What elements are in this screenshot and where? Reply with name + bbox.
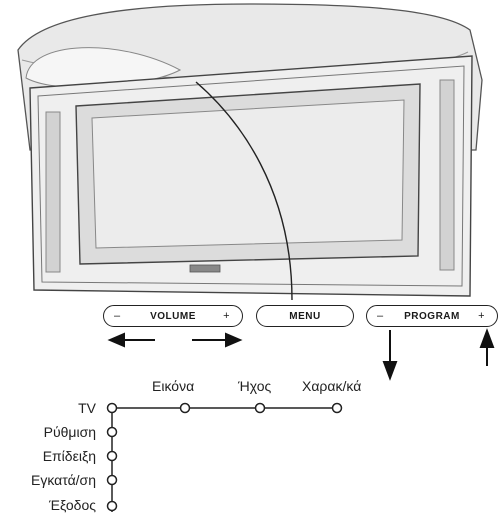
left-speaker-icon <box>45 111 61 273</box>
program-button[interactable]: – PROGRAM + <box>366 305 498 327</box>
node-setup <box>106 426 118 438</box>
node-install <box>106 474 118 486</box>
program-down-arrow-icon <box>382 361 398 381</box>
node-exit <box>106 500 118 512</box>
menu-item-exit: Έξοδος <box>49 497 96 513</box>
menu-item-tv: TV <box>78 400 96 416</box>
program-up-arrow-icon <box>479 328 495 348</box>
volume-right-arrow-icon <box>225 332 243 348</box>
brand-logo <box>189 264 221 273</box>
volume-plus[interactable]: + <box>223 310 230 322</box>
node-features <box>331 402 343 414</box>
menu-pointer-line <box>195 81 293 301</box>
program-minus[interactable]: – <box>377 310 384 322</box>
tv-screen-inner <box>91 99 405 249</box>
menu-item-sound: Ήχος <box>238 378 272 394</box>
tv-bezel-inner <box>37 65 465 287</box>
volume-minus[interactable]: – <box>114 310 121 322</box>
program-plus[interactable]: + <box>478 310 485 322</box>
node-demo <box>106 450 118 462</box>
volume-left-arrow-icon <box>107 332 125 348</box>
menu-item-demo: Επίδειξη <box>42 448 96 464</box>
menu-item-setup: Ρύθμιση <box>43 424 96 440</box>
node-sound <box>254 402 266 414</box>
volume-button[interactable]: – VOLUME + <box>103 305 243 327</box>
menu-button[interactable]: MENU <box>256 305 354 327</box>
right-speaker-icon <box>439 79 455 271</box>
menu-item-install: Εγκατά/ση <box>30 472 96 488</box>
menu-item-picture: Εικόνα <box>152 378 195 394</box>
menu-label: MENU <box>289 310 321 322</box>
node-picture <box>179 402 191 414</box>
program-label: PROGRAM <box>404 310 460 322</box>
node-tv <box>106 402 118 414</box>
menu-item-features: Χαρακ/κά <box>302 378 362 394</box>
volume-label: VOLUME <box>150 310 196 322</box>
